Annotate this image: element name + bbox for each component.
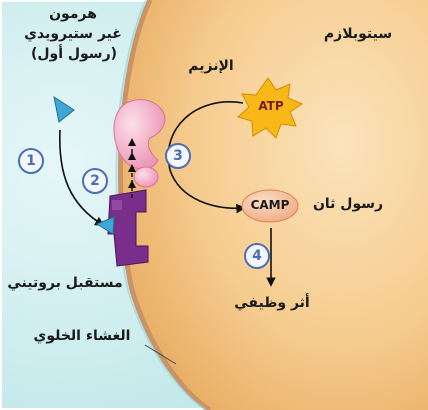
hormone-label-line-2: غير ستيرويدي [14, 26, 132, 42]
protein-receptor-label: مستقبل بروتيني [6, 275, 124, 291]
functional-effect-label: أثر وظيفي [232, 295, 312, 311]
hormone-label-line-3: (رسول أول) [22, 46, 126, 62]
camp-label: CAMP [246, 199, 294, 213]
enzyme-knob [134, 167, 158, 187]
step-1-marker: 1 [18, 148, 44, 174]
step-3-marker: 3 [165, 143, 191, 169]
hormone-label-line-1: هرمون [38, 6, 108, 22]
second-messenger-label: رسول ثان [308, 196, 388, 212]
step-2-marker: 2 [82, 168, 108, 194]
enzyme-label: الإنزيم [176, 58, 246, 74]
step-4-marker: 4 [244, 243, 270, 269]
cell-membrane-label: الغشاء الخلوي [22, 328, 142, 344]
atp-label: ATP [254, 100, 288, 114]
cytoplasm-label: سيتوبلازم [310, 26, 406, 42]
